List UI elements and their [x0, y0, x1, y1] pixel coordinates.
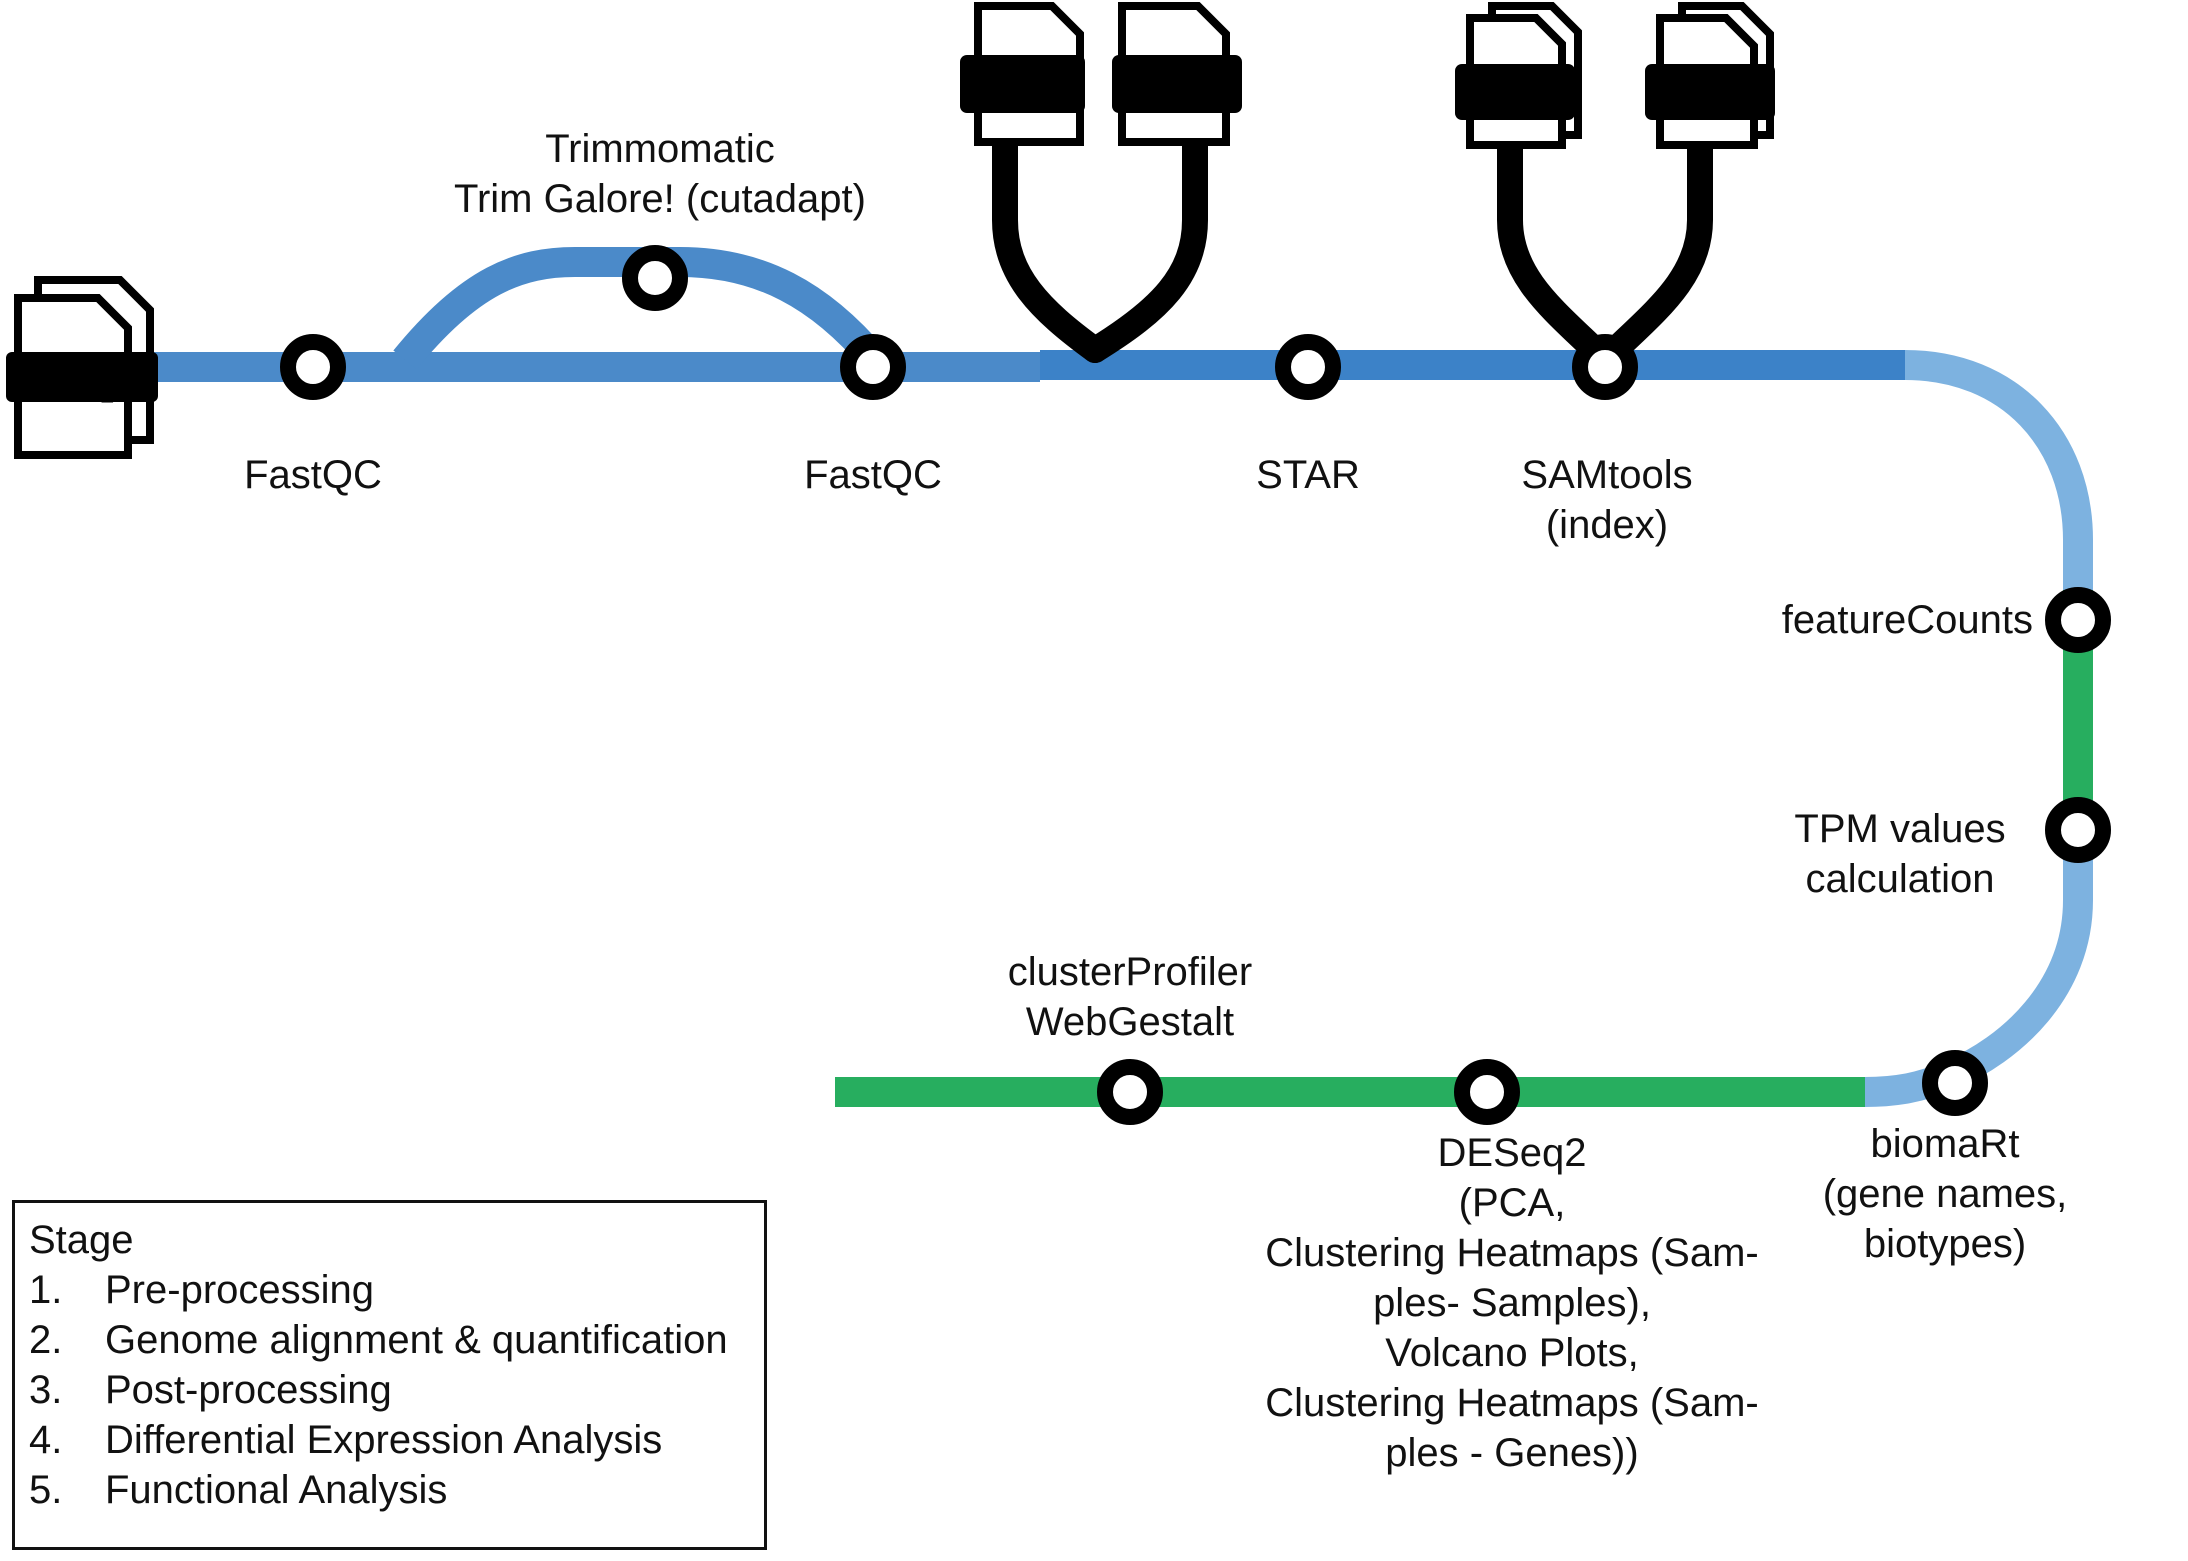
legend-item: 1. Pre-processing [29, 1265, 764, 1315]
legend-item: 3. Post-processing [29, 1365, 764, 1415]
label-samtools-line2: (index) [1546, 503, 1668, 547]
bai-file-icon: bai [1645, 2, 1775, 149]
label-tpm-line2: calculation [1805, 857, 1994, 901]
legend-item: 2. Genome alignment & quantification [29, 1315, 764, 1365]
station-biomart [1922, 1050, 1988, 1116]
legend-item-label: Functional Analysis [105, 1468, 448, 1512]
gtf-connector [992, 127, 1108, 363]
bam-connector [1497, 127, 1618, 373]
label-deseq-line5: Volcano Plots, [1385, 1331, 1639, 1375]
legend-item: 4. Differential Expression Analysis [29, 1415, 764, 1465]
file-connectors [992, 127, 1713, 373]
legend-item-number: 2. [29, 1318, 63, 1362]
legend-item-number: 5. [29, 1468, 63, 1512]
label-cluster-line2: WebGestalt [1026, 1000, 1234, 1044]
station-star [1275, 334, 1341, 400]
label-biomart-line2: (gene names, [1823, 1172, 2068, 1216]
bam-file-icon: bam [1455, 2, 1582, 149]
stations [280, 245, 2111, 1125]
fastq-file-icon: fastq [6, 276, 158, 459]
fastq-label: fastq [25, 355, 112, 399]
label-trim-line1: Trimmomatic [545, 127, 775, 171]
station-labels: FastQC Trimmomatic Trim Galore! (cutadap… [244, 127, 2067, 1475]
legend-item-number: 3. [29, 1368, 63, 1412]
label-fastqc2: FastQC [804, 453, 942, 497]
legend-item-label: Genome alignment & quantification [105, 1318, 728, 1362]
label-deseq-line3: Clustering Heatmaps (Sam- [1265, 1231, 1759, 1275]
station-samtools [1572, 334, 1638, 400]
track-postprocessing-curve [1904, 350, 2093, 590]
label-fastqc1: FastQC [244, 453, 382, 497]
label-cluster-line1: clusterProfiler [1008, 950, 1253, 994]
label-deseq-line4: ples- Samples), [1373, 1281, 1651, 1325]
gtf-file-icon: GTF [960, 2, 1085, 146]
legend-item-label: Post-processing [105, 1368, 392, 1412]
station-trim [622, 245, 688, 311]
station-fastqc1 [280, 334, 346, 400]
label-deseq-line6: Clustering Heatmaps (Sam- [1265, 1381, 1759, 1425]
fasta-connector [1082, 127, 1208, 363]
label-deseq-line1: DESeq2 [1438, 1131, 1587, 1175]
bai-connector [1592, 127, 1713, 373]
label-biomart-line1: biomaRt [1871, 1122, 2020, 1166]
label-featurecounts: featureCounts [1782, 598, 2033, 642]
station-fastqc2 [840, 334, 906, 400]
bam-label: bam [1472, 68, 1550, 112]
label-biomart-line3: biotypes) [1864, 1222, 2026, 1266]
label-trim-line2: Trim Galore! (cutadapt) [454, 177, 866, 221]
legend-title: Stage [29, 1218, 134, 1262]
label-samtools-line1: SAMtools [1521, 453, 1692, 497]
legend-item-label: Differential Expression Analysis [105, 1418, 663, 1462]
legend-item-number: 1. [29, 1268, 63, 1312]
station-deseq2 [1454, 1059, 1520, 1125]
legend-item-label: Pre-processing [105, 1268, 375, 1312]
station-featurecounts [2045, 587, 2111, 653]
label-tpm-line1: TPM values [1794, 807, 2005, 851]
station-clusterprofiler [1097, 1059, 1163, 1125]
station-tpm [2045, 797, 2111, 863]
stage-legend: Stage 1. Pre-processing 2. Genome alignm… [12, 1200, 767, 1550]
label-deseq-line7: ples - Genes)) [1385, 1431, 1638, 1475]
fasta-file-icon: fasta [1112, 2, 1242, 146]
label-star: STAR [1256, 453, 1360, 497]
legend-item-number: 4. [29, 1418, 63, 1462]
gtf-label: GTF [980, 61, 1060, 105]
legend-item: 5. Functional Analysis [29, 1465, 764, 1515]
label-deseq-line2: (PCA, [1459, 1181, 1566, 1225]
bai-label: bai [1668, 68, 1721, 112]
fasta-label: fasta [1130, 61, 1217, 105]
